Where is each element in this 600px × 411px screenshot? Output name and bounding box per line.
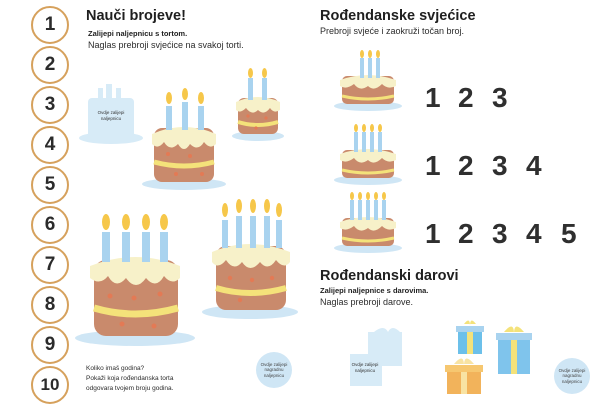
row1-option-1[interactable]: 1 [425,82,441,113]
left-reward-sticker-spot[interactable]: Ovdje zalijepi nagradnu naljepnicu [256,352,292,388]
row1-cake [334,50,402,111]
gift-orange [445,358,483,394]
gift-placeholder-label: Ovdje zalijepi naljepnicu [351,362,379,373]
right-reward-sticker-spot[interactable]: Ovdje zalijepi nagradnu naljepnicu [554,358,590,394]
cake-three-candles [142,88,226,190]
gifts-instruction: Naglas prebroji darove. [320,297,414,307]
cake-sticker-hint: Zalijepi naljepnicu s tortom. [88,29,188,38]
number-circle-3[interactable]: 3 [31,86,69,124]
row2-cake [334,124,402,185]
cake-four-candles [75,214,195,346]
placeholder-label: Ovdje zalijepi naljepnicu [97,110,125,121]
number-circle-5[interactable]: 5 [31,166,69,204]
cake-five-candles [202,199,298,319]
candles-title: Rođendanske svjećice [320,8,476,24]
age-question-line-2: Pokaži koja rođendanska torta [86,375,174,382]
row2-option-2[interactable]: 2 [458,150,474,181]
row2-option-4[interactable]: 4 [526,150,542,181]
number-circle-4[interactable]: 4 [31,126,69,164]
age-question-line-3: odgovara tvojem broju godina. [86,385,174,392]
count-candles-instruction: Naglas prebroji svjećice na svakoj torti… [88,40,244,50]
row3-option-4[interactable]: 4 [526,218,542,249]
gifts-title: Rođendanski darovi [320,268,459,284]
age-question: Koliko imaš godina? Pokaži koja rođendan… [86,364,173,394]
cake-sticker-placeholder[interactable] [76,78,146,148]
candles-instruction: Prebroji svjeće i zaokruži točan broj. [320,26,465,36]
number-circle-2[interactable]: 2 [31,46,69,84]
number-circle-7[interactable]: 7 [31,246,69,284]
gifts-sticker-hint: Zalijepi naljepnice s darovima. [320,286,429,295]
learn-numbers-title: Nauči brojeve! [86,8,186,24]
row3-option-2[interactable]: 2 [458,218,474,249]
row1-option-3[interactable]: 3 [492,82,508,113]
cake-two-candles [232,68,284,141]
gift-small-blue [456,320,484,354]
row2-option-3[interactable]: 3 [492,150,508,181]
number-circle-10[interactable]: 10 [31,366,69,404]
number-circle-8[interactable]: 8 [31,286,69,324]
row3-option-1[interactable]: 1 [425,218,441,249]
row1-option-2[interactable]: 2 [458,82,474,113]
number-circle-6[interactable]: 6 [31,206,69,244]
gift-tall-blue [496,326,532,374]
row3-cake [334,192,402,253]
row3-option-3[interactable]: 3 [492,218,508,249]
row3-option-5[interactable]: 5 [561,218,577,249]
gift-sticker-placeholder[interactable] [346,328,406,390]
row2-option-1[interactable]: 1 [425,150,441,181]
number-circle-9[interactable]: 9 [31,326,69,364]
age-question-line-1: Koliko imaš godina? [86,365,145,372]
number-circle-1[interactable]: 1 [31,6,69,44]
